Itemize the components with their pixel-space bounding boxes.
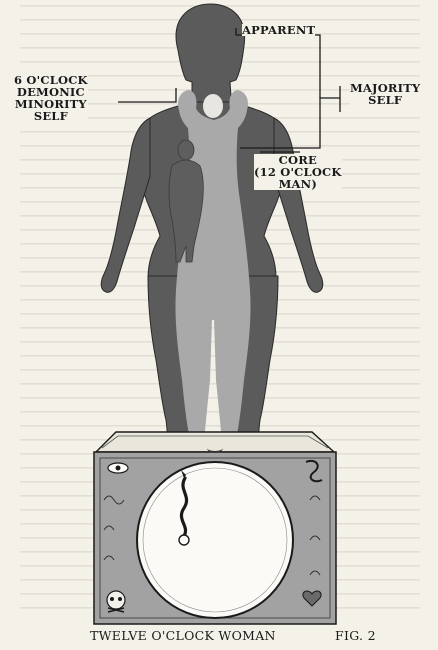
core-line-3: MAN) bbox=[254, 178, 342, 190]
skull-icon bbox=[107, 591, 125, 612]
eye-icon bbox=[108, 463, 128, 473]
figure-caption-title: TWELVE O'CLOCK WOMAN bbox=[90, 628, 276, 643]
majority-self-label: MAJORITY SELF bbox=[350, 82, 420, 106]
demonic-line-4: SELF bbox=[14, 110, 88, 122]
clock-pedestal bbox=[94, 432, 336, 624]
apparent-label: APPARENT bbox=[242, 24, 315, 36]
figure-number: FIG. 2 bbox=[335, 628, 376, 643]
core-label: CORE (12 O'CLOCK MAN) bbox=[254, 154, 342, 190]
demonic-minority-self-label: 6 O'CLOCK DEMONIC MINORITY SELF bbox=[14, 74, 88, 122]
clock-face bbox=[137, 462, 293, 618]
majority-line-2: SELF bbox=[350, 94, 420, 106]
